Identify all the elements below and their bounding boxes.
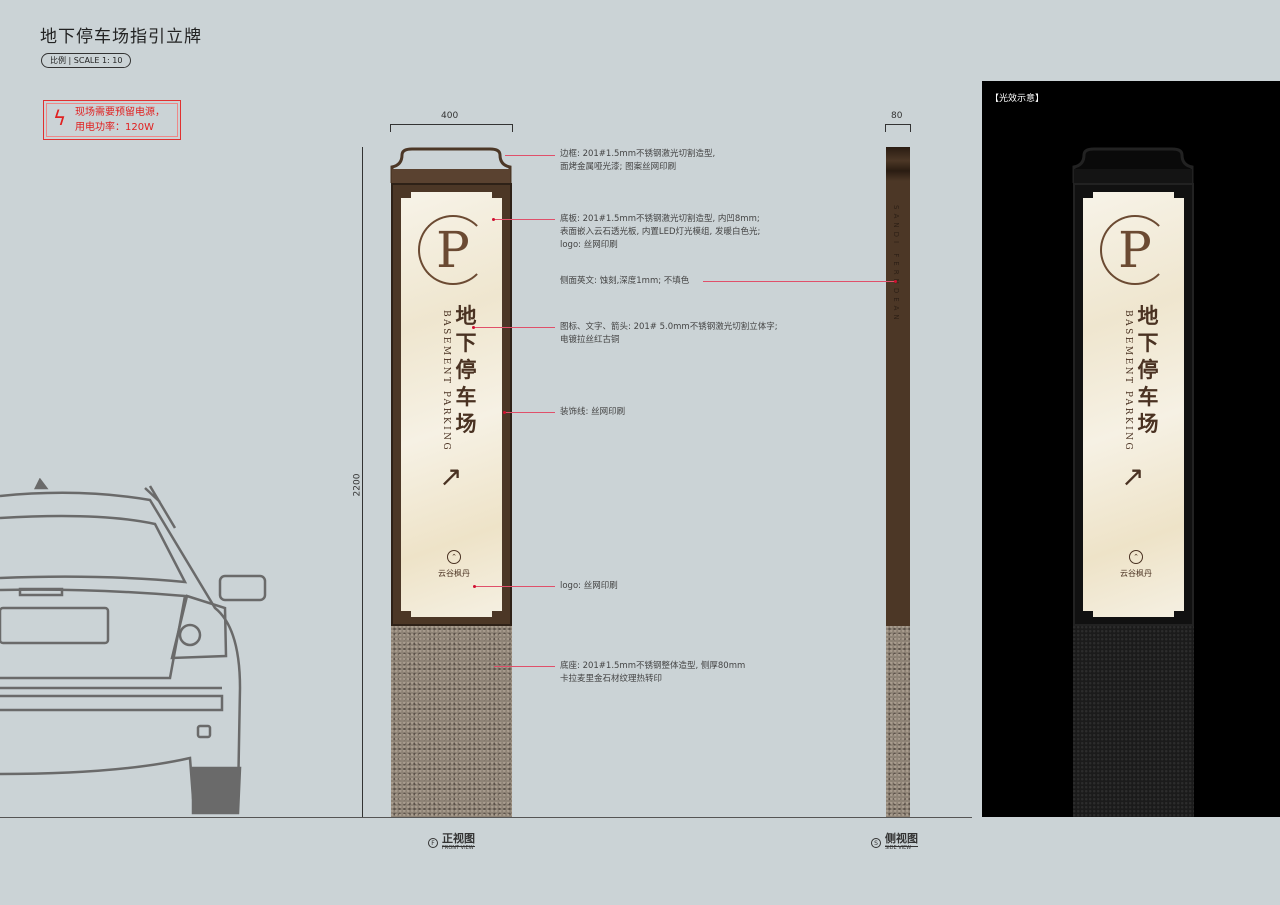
leader-line <box>505 155 555 156</box>
leader-line <box>505 412 555 413</box>
side-english-text: SANDI FERNDEAN <box>892 205 900 324</box>
brand-logo: ⌃云谷枫丹 <box>429 550 479 579</box>
side-width-dimension-line <box>885 124 911 132</box>
width-dimension-line <box>390 124 513 132</box>
leader-line <box>494 219 555 220</box>
leader-dot <box>492 218 495 221</box>
car-rear-outline <box>0 478 267 815</box>
power-note-line: 用电功率：120W <box>75 122 154 133</box>
arrow-icon: ↗ <box>439 460 463 493</box>
leader-line <box>475 586 555 587</box>
brand-logo: ⌃云谷枫丹 <box>1111 550 1161 579</box>
power-note-line: 现场需要预留电源， <box>75 107 165 118</box>
note-frame: 边框: 201#1.5mm不锈钢激光切割造型, 面烤金属哑光漆; 图案丝网印刷 <box>560 149 716 172</box>
note-decor-line: 装饰线: 丝网印刷 <box>560 407 626 417</box>
ground-line <box>0 817 972 818</box>
leader-dot <box>503 411 506 414</box>
note-side-text: 侧面英文: 蚀刻,深度1mm; 不填色 <box>560 276 690 286</box>
scale-badge: 比例 | SCALE 1: 10 <box>41 53 132 68</box>
leader-line <box>474 327 555 328</box>
lighting-effect-panel: 【光效示意】 P BASEMENT PARKING 地下停车场 ↗ ⌃云谷枫丹 <box>982 81 1280 817</box>
side-width-dimension: 80 <box>891 111 903 121</box>
sign-chinese-text: 地下停车场 <box>455 303 477 436</box>
marble-panel: P BASEMENT PARKING 地下停车场 ↗ ⌃云谷枫丹 <box>401 192 502 617</box>
drawing-title: 地下停车场指引立牌 <box>40 27 202 47</box>
leader-dot <box>894 280 897 283</box>
parking-circle-icon <box>418 215 488 285</box>
note-panel: 底板: 201#1.5mm不锈钢激光切割造型, 内凹8mm; 表面嵌入云石透光板… <box>560 214 761 250</box>
leader-dot <box>473 585 476 588</box>
front-view-sign: P BASEMENT PARKING 地下停车场 ↗ ⌃云谷枫丹 <box>390 147 513 817</box>
parking-p-icon: P <box>1118 221 1152 279</box>
sign-english-text: BASEMENT PARKING <box>441 310 451 453</box>
parking-p-icon: P <box>436 221 470 279</box>
arrow-icon: ↗ <box>1121 460 1145 493</box>
side-stone-base <box>886 626 910 817</box>
leader-line <box>494 666 555 667</box>
logo-mark-icon: ⌃ <box>1129 550 1143 564</box>
leader-line <box>703 281 895 282</box>
power-note: ϟ 现场需要预留电源， 用电功率：120W <box>43 100 181 140</box>
sign-chinese-text: 地下停车场 <box>1137 303 1159 436</box>
parking-circle-icon <box>1100 215 1170 285</box>
note-logo: logo: 丝网印刷 <box>560 581 618 591</box>
leader-dot <box>472 326 475 329</box>
note-base: 底座: 201#1.5mm不锈钢整体造型, 侧厚80mm 卡拉麦里金石材纹理热转… <box>560 661 746 684</box>
side-view-sign: SANDI FERNDEAN <box>886 147 910 817</box>
side-cap <box>886 147 910 181</box>
logo-mark-icon: ⌃ <box>447 550 461 564</box>
stone-base <box>1073 626 1194 817</box>
lit-marble-panel: P BASEMENT PARKING 地下停车场 ↗ ⌃云谷枫丹 <box>1083 192 1184 617</box>
sign-cap <box>1072 147 1194 183</box>
glowing-sign: P BASEMENT PARKING 地下停车场 ↗ ⌃云谷枫丹 <box>1072 147 1195 817</box>
sign-frame: P BASEMENT PARKING 地下停车场 ↗ ⌃云谷枫丹 <box>1073 183 1194 626</box>
sign-frame: P BASEMENT PARKING 地下停车场 ↗ ⌃云谷枫丹 <box>391 183 512 626</box>
height-dimension-line <box>362 147 363 817</box>
sign-english-text: BASEMENT PARKING <box>1123 310 1133 453</box>
height-dimension: 2200 <box>352 473 363 497</box>
front-view-marker: F <box>428 838 438 848</box>
lighting-effect-label: 【光效示意】 <box>990 94 1045 104</box>
note-lettering: 图标、文字、箭头: 201# 5.0mm不锈钢激光切割立体字; 电镀拉丝红古铜 <box>560 322 778 345</box>
sign-cap <box>390 147 512 183</box>
side-view-marker: S <box>871 838 881 848</box>
lightning-icon: ϟ <box>53 106 67 130</box>
width-dimension: 400 <box>441 111 459 121</box>
stone-base <box>391 626 512 817</box>
side-body: SANDI FERNDEAN <box>886 181 910 626</box>
